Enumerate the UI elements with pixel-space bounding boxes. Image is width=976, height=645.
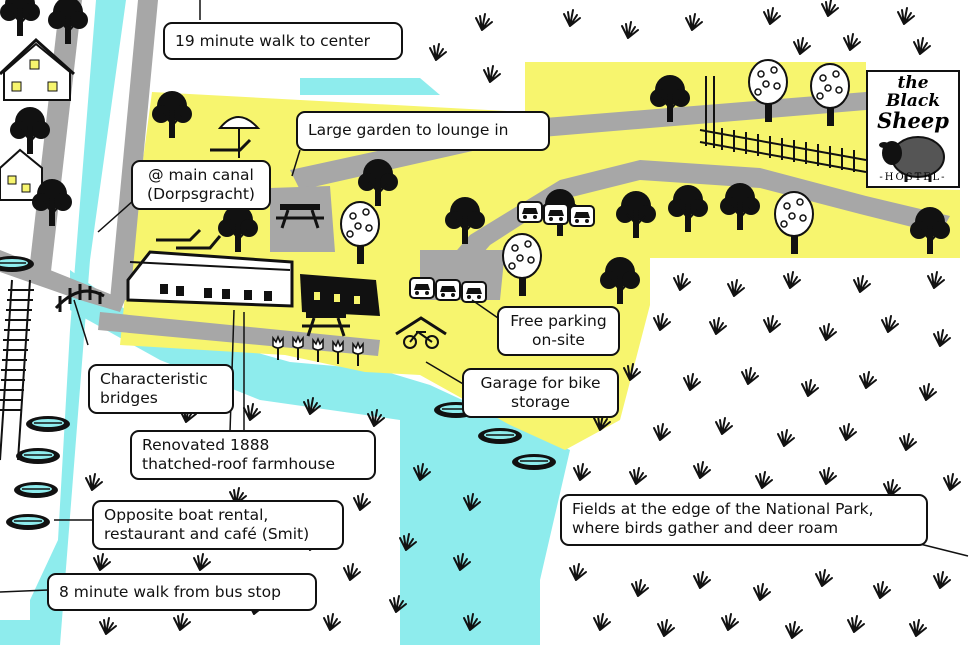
house-icon (0, 37, 76, 101)
parking-text-1: Free parking (510, 312, 607, 330)
fields-text-1: Fields at the edge of the National Park, (572, 500, 874, 518)
parking-label: Free parking on-site (497, 306, 620, 356)
canal-text-1: @ main canal (148, 166, 254, 184)
garden-text: Large garden to lounge in (308, 121, 509, 139)
car-icon (409, 277, 435, 299)
fence-icon (699, 76, 867, 173)
garage-label: Garage for bike storage (462, 368, 619, 418)
fields-text-2: where birds gather and deer roam (572, 519, 839, 537)
bridges-label: Characteristic bridges (88, 364, 234, 414)
garage-text-1: Garage for bike (480, 374, 601, 392)
parking-text-2: on-site (532, 331, 585, 349)
car-icon (517, 201, 543, 223)
railway-icon (0, 279, 34, 461)
canal-label: @ main canal (Dorpsgracht) (131, 160, 271, 210)
hostel-logo: the Black Sheep -HOSTEL- (866, 70, 960, 188)
farmhouse-text-1: Renovated 1888 (142, 436, 270, 454)
walk-to-center-label: 19 minute walk to center (163, 22, 403, 60)
boat-icon (5, 513, 51, 531)
bus-stop-label: 8 minute walk from bus stop (47, 573, 317, 611)
parasol-icon (217, 116, 261, 158)
boat-icon (13, 481, 59, 499)
farmhouse-building (126, 250, 294, 308)
boat-rental-text-2: restaurant and café (Smit) (104, 525, 310, 543)
logo-line1: the Black (886, 73, 940, 111)
car-icon (543, 203, 569, 225)
bus-stop-text: 8 minute walk from bus stop (59, 583, 281, 601)
bridges-text-2: bridges (100, 389, 158, 407)
house-icon (0, 148, 43, 201)
logo-line2: Sheep (877, 108, 949, 133)
car-icon (461, 281, 487, 303)
boat-icon (25, 415, 71, 433)
bridge-icon (54, 284, 105, 312)
boat-icon (511, 453, 557, 471)
tree-icon (47, 0, 89, 45)
barn-building (300, 274, 380, 316)
boat-icon (15, 447, 61, 465)
logo-line3: -HOSTEL- (879, 172, 947, 183)
garage-text-2: storage (511, 393, 570, 411)
bridges-text-1: Characteristic (100, 370, 208, 388)
car-icon (569, 205, 595, 227)
boat-icon (477, 427, 523, 445)
farmhouse-label: Renovated 1888 thatched-roof farmhouse (130, 430, 376, 480)
fields-label: Fields at the edge of the National Park,… (560, 494, 928, 546)
car-icon (435, 279, 461, 301)
garden-label: Large garden to lounge in (296, 111, 550, 151)
walk-to-center-text: 19 minute walk to center (175, 32, 370, 50)
lounge-chair-icon (156, 138, 252, 250)
canal-text-2: (Dorpsgracht) (147, 185, 255, 203)
boat-rental-label: Opposite boat rental, restaurant and caf… (92, 500, 344, 550)
boat-rental-text-1: Opposite boat rental, (104, 506, 269, 524)
tree-icon (0, 0, 41, 37)
bicycle-icon (395, 316, 447, 349)
sheep-icon (879, 136, 945, 182)
farmhouse-text-2: thatched-roof farmhouse (142, 455, 336, 473)
